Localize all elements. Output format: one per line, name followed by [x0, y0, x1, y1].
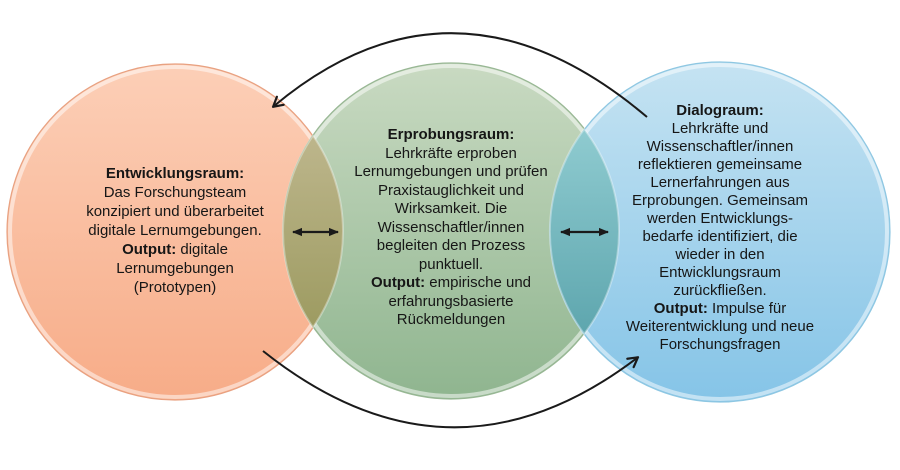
text-line: Entwicklungsraum	[659, 264, 781, 281]
text-line: Lernumgebungen	[116, 260, 234, 277]
text-line: Erprobungen. Gemeinsam	[632, 192, 808, 209]
erprobungsraum-title: Erprobungsraum:	[387, 126, 515, 143]
text-line: werden Entwicklungs-	[647, 210, 793, 227]
text-line: Wissenschaftler/innen	[377, 218, 525, 236]
text-line: konzipiert und überarbeitet	[86, 203, 264, 220]
text-line: punktuell.	[418, 255, 484, 273]
output-label: Output:	[370, 274, 426, 291]
output-label: Output:	[653, 300, 708, 317]
text-line: Wirksamkeit. Die	[394, 200, 508, 217]
text-line: Praxistauglichkeit und	[378, 181, 524, 199]
text-line: wieder in den	[675, 246, 765, 263]
output-text: digitale	[176, 241, 228, 258]
text-line: (Prototypen)	[133, 279, 217, 296]
dialograum-title: Dialograum:	[676, 102, 764, 119]
text-line: Wissenschaftler/innen	[646, 138, 794, 155]
dialograum-output-line: Output: Impulse für	[565, 300, 875, 318]
output-text: Impulse für	[707, 300, 787, 317]
output-label: Output:	[122, 241, 177, 258]
text-line: Forschungsfragen	[659, 336, 781, 353]
text-line: bedarfe identifiziert, die	[642, 228, 798, 245]
erprobungsraum-output-line: Output: empirische und	[301, 274, 601, 293]
text-line: Lehrkräfte und	[671, 120, 769, 137]
cycle-arrow-bottom	[262, 350, 637, 429]
text-line: Weiterentwicklung und neue	[625, 318, 815, 335]
text-line: erfahrungsbasierte	[388, 292, 514, 310]
text-line: begleiten den Prozess	[376, 237, 526, 254]
dialograum-text-block: Dialograum: Lehrkräfte und Wissenschaftl…	[565, 102, 875, 354]
cycle-arrow-top	[274, 32, 648, 118]
entwicklungsraum-output-line: Output: digitale	[25, 240, 325, 259]
text-line: digitale Lernumgebungen.	[88, 222, 262, 239]
entwicklungsraum-title: Entwicklungsraum:	[105, 165, 245, 182]
entwicklungsraum-text-block: Entwicklungsraum: Das Forschungsteam kon…	[25, 164, 325, 297]
text-line: Rückmeldungen	[396, 311, 506, 328]
output-text: empirische und	[425, 274, 532, 291]
text-line: Lernumgebungen und prüfen	[354, 163, 548, 180]
text-line: Das Forschungsteam	[103, 184, 247, 201]
text-line: reflektieren gemeinsame	[637, 156, 803, 173]
erprobungsraum-text-block: Erprobungsraum: Lehrkräfte erproben Lern…	[301, 126, 601, 330]
text-line: Lehrkräfte erproben	[385, 144, 517, 162]
text-line: zurückfließen.	[673, 282, 767, 299]
text-line: Lernerfahrungen aus	[650, 174, 790, 191]
